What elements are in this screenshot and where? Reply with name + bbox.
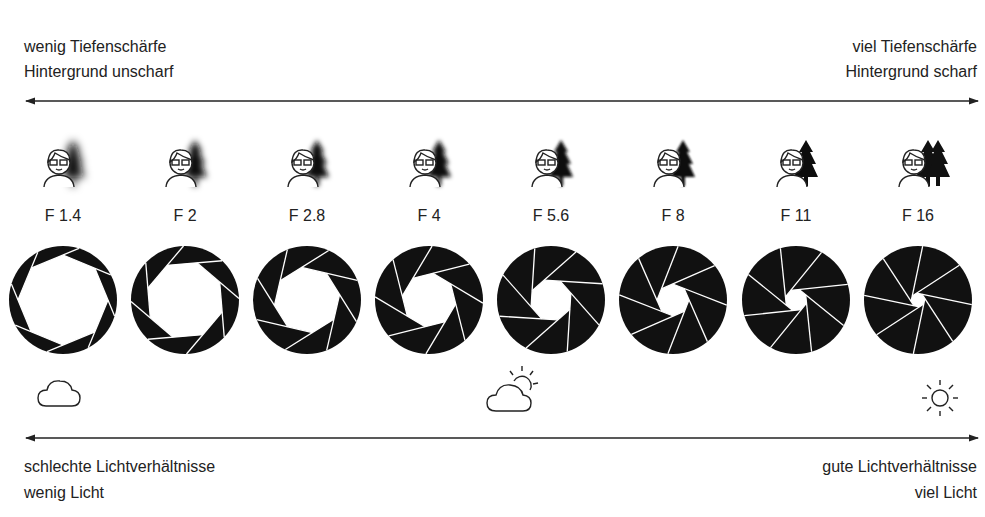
- light-arrow: [26, 437, 978, 438]
- sun-cloud-icon: [487, 366, 538, 411]
- depth-arrow: [26, 100, 978, 101]
- cloud-icon: [38, 381, 80, 406]
- aperture-diaphragm: [9, 246, 117, 354]
- tree-shape: [926, 140, 950, 186]
- person-shape: [410, 150, 440, 187]
- axis-label: schlechte Lichtverhältnisse: [24, 457, 215, 477]
- person-shape: [532, 150, 562, 187]
- f-number: F 5.6: [533, 206, 569, 226]
- aperture-diaphragm: [742, 246, 850, 354]
- person-tree-icon: [166, 140, 207, 187]
- person-tree-icon: [44, 140, 85, 187]
- person-tree-icon: [654, 140, 695, 187]
- f-number: F 1.4: [45, 206, 81, 226]
- sun-icon: [922, 380, 958, 416]
- axis-label: viel Tiefenschärfe: [852, 37, 977, 57]
- aperture-diaphragm: [253, 246, 361, 354]
- person-shape: [288, 150, 318, 187]
- person-shape: [654, 150, 684, 187]
- person-tree-icon: [777, 140, 818, 187]
- person-shape: [166, 150, 196, 187]
- aperture-diaphragm: [375, 246, 483, 354]
- person-shape: [44, 150, 74, 187]
- f-number: F 4: [417, 206, 440, 226]
- axis-label: wenig Licht: [24, 483, 104, 503]
- person-shape: [899, 150, 929, 187]
- axis-label: Hintergrund unscharf: [24, 62, 173, 82]
- f-number: F 11: [781, 206, 812, 226]
- axis-label: viel Licht: [915, 483, 977, 503]
- person-tree-icon: [532, 140, 573, 187]
- aperture-diaphragm: [864, 246, 972, 354]
- f-number: F 16: [902, 206, 934, 226]
- person-tree-icon: [899, 140, 950, 187]
- f-number: F 8: [661, 206, 684, 226]
- axis-label: Hintergrund scharf: [845, 62, 977, 82]
- aperture-diaphragm: [497, 246, 605, 354]
- axis-label: wenig Tiefenschärfe: [24, 37, 166, 57]
- aperture-diaphragm: [619, 246, 727, 354]
- person-shape: [777, 150, 807, 187]
- f-number: F 2: [173, 206, 196, 226]
- aperture-diaphragm: [131, 246, 239, 354]
- f-number: F 2.8: [289, 206, 325, 226]
- person-tree-icon: [410, 140, 451, 187]
- axis-label: gute Lichtverhältnisse: [822, 457, 977, 477]
- person-tree-icon: [288, 140, 329, 187]
